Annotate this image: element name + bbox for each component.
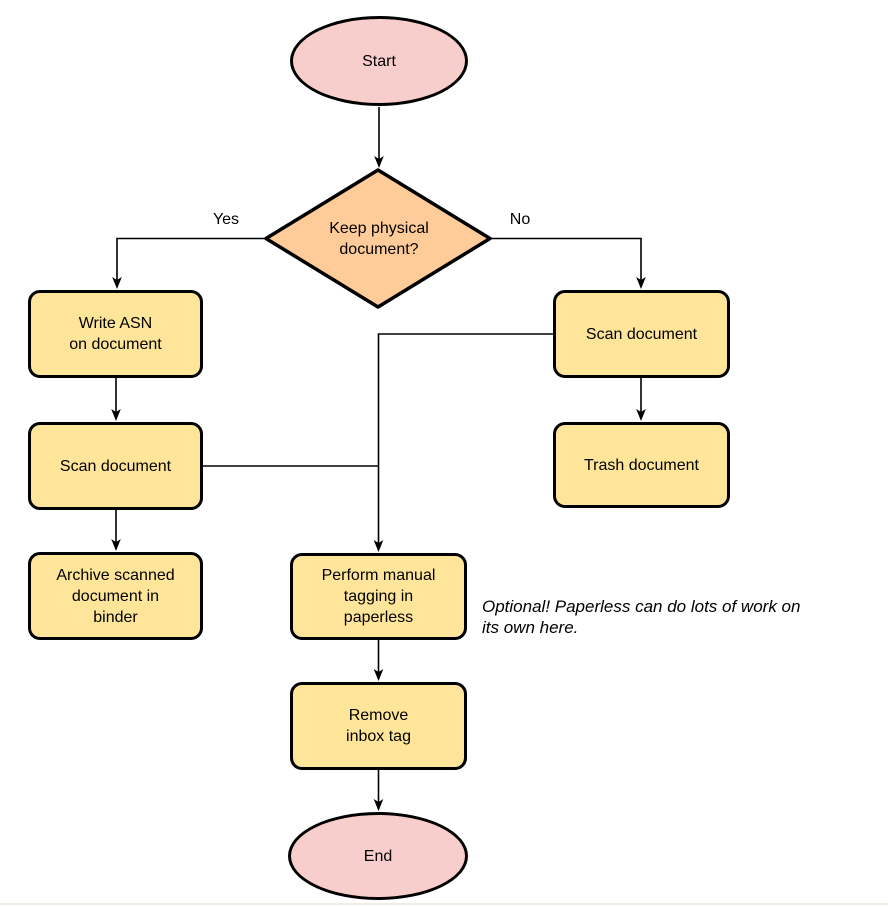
bottom-divider bbox=[0, 903, 888, 905]
optional-annotation: Optional! Paperless can do lots of work … bbox=[482, 597, 801, 637]
edge-label-yes: Yes bbox=[212, 211, 240, 228]
node-trash-document: Trash document bbox=[553, 422, 730, 508]
edge-yes-to-write-asn bbox=[112, 237, 266, 289]
node-write-asn: Write ASN on document bbox=[28, 290, 203, 378]
edge-no-to-scan-right bbox=[490, 237, 646, 289]
node-scan-document-right: Scan document bbox=[553, 290, 730, 378]
node-end: End bbox=[288, 812, 468, 900]
node-decision-label: Keep physical document? bbox=[329, 219, 429, 258]
node-remove-inbox-tag: Remove inbox tag bbox=[290, 682, 467, 770]
edge-scan-right-to-tagging bbox=[373, 333, 553, 552]
node-archive-binder: Archive scanned document in binder bbox=[28, 552, 203, 640]
decision-shape bbox=[264, 168, 492, 309]
node-scan-document-left: Scan document bbox=[28, 422, 203, 510]
node-manual-tagging: Perform manual tagging in paperless bbox=[290, 553, 467, 640]
node-start: Start bbox=[290, 16, 468, 106]
edge-label-no: No bbox=[509, 211, 531, 228]
